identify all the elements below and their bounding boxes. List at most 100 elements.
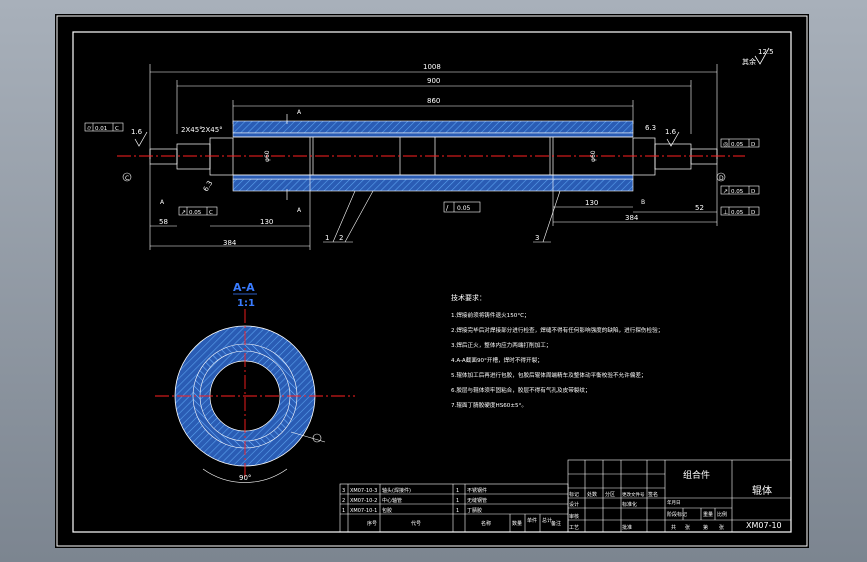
tol-middle-value: 0.05 [457, 205, 471, 212]
tol-right-bottom-value: 0.05 [731, 210, 744, 216]
tb-sheet-no: 第 [703, 524, 708, 531]
note-6: 6.胶层与辊体须牢固粘合，胶层不得有气孔及皮带裂纹； [451, 386, 591, 394]
parts-row2-qty: 1 [456, 498, 459, 504]
tb-standard: 标准化 [622, 501, 637, 508]
tol-right-top-value: 0.05 [731, 142, 744, 148]
tol-right-top-datum: D [751, 142, 755, 148]
tol-left-bottom-datum: C [209, 210, 213, 216]
roughness-right: 1.6 [665, 128, 677, 136]
section-view[interactable]: A-A 1:1 90° [155, 281, 355, 483]
svg-text:⊥: ⊥ [723, 209, 728, 216]
tol-left-top-value: 0.01 [95, 126, 107, 132]
note-5: 5.辊体加工后再进行包胶，包胶后辊体周端精车及整体动平衡校验不允许偏差； [451, 371, 647, 379]
dim-overall: 1008 [423, 63, 441, 71]
dim-384-right: 384 [625, 214, 639, 222]
chamfer-2: 2X45° [201, 126, 223, 134]
note-1: 1.焊接前须将铸件退火150°C； [451, 311, 530, 319]
svg-text:/: / [446, 204, 449, 212]
phi-right: φ60 [590, 150, 597, 162]
title-block[interactable] [567, 459, 792, 533]
dim-130-left: 130 [260, 218, 273, 226]
tb-date: 年月日 [667, 499, 681, 506]
datum-left-circle [122, 172, 132, 182]
note-7: 7.辊面丁腈胶硬度HS60±5°。 [451, 401, 527, 409]
tol-left-top-datum: C [115, 126, 119, 132]
tb-stage: 阶段标记 [667, 511, 687, 518]
parts-row1-qty: 1 [456, 488, 459, 494]
tol-right-bottom-datum: D [751, 210, 755, 216]
dim-900: 900 [427, 77, 440, 85]
tb-sign: 签名 [648, 491, 658, 498]
parts-row2-note: 无缝钢管 [467, 497, 487, 504]
section-marker-bottom: A [297, 207, 302, 214]
svg-text:↗: ↗ [181, 209, 186, 216]
parts-row2-no: 2 [342, 498, 345, 504]
parts-row1-code: XM07-10-3 [350, 488, 377, 494]
tb-design: 设计 [569, 501, 579, 508]
parts-header-unit: 单件 [527, 517, 537, 524]
tb-change: 更改文件号 [622, 491, 645, 498]
dim-58: 58 [159, 218, 168, 226]
tol-right-mid-datum: D [751, 189, 755, 195]
datum-left-label: C [125, 175, 129, 182]
section-angle: 90° [239, 474, 251, 482]
inner-border [72, 31, 792, 533]
outer-border [56, 15, 808, 547]
tube-wall-top[interactable] [232, 132, 634, 138]
tb-review: 审核 [569, 513, 579, 520]
balloon-3: 3 [535, 234, 539, 242]
parts-row3-name: 包胶 [382, 507, 392, 514]
parts-list-text: 3 XM07-10-3 轴头(焊接件) 1 不锈钢件 2 XM07-10-2 中… [342, 487, 561, 527]
tb-zone: 分区 [605, 491, 615, 498]
title-name: 辊体 [752, 484, 772, 497]
datum-right-label: D [719, 175, 724, 182]
drawing-sheet[interactable]: 其余 12.5 1008 900 [55, 14, 809, 548]
parts-row3-note: 丁腈胶 [467, 507, 482, 514]
dim-52: 52 [695, 204, 704, 212]
parts-header-name: 名称 [481, 520, 491, 527]
svg-text:⌭: ⌭ [87, 125, 92, 132]
section-marker-top: A [297, 109, 302, 116]
tb-process: 工艺 [569, 525, 579, 531]
parts-row2-name: 中心轴管 [382, 497, 402, 504]
note-2: 2.焊接完毕后对焊接部分进行检查，焊缝不得有任何影响强度的缺陷，进行探伤检验； [451, 326, 663, 334]
shaft-main-view[interactable]: 1008 900 860 [84, 63, 760, 250]
top-dimensions [149, 64, 718, 159]
tolerance-middle: / 0.05 [443, 201, 481, 213]
section-scale: 1:1 [237, 298, 255, 309]
datum-left-small: A [160, 199, 165, 206]
title-block-text: 组合件 辊体 XM07-10 标记 处数 分区 更改文件号 签名 年月日 设计 … [569, 469, 782, 531]
parts-list[interactable] [339, 483, 569, 533]
roughness-mid-left: 6.3 [645, 124, 656, 132]
roughness-corner-value: 12.5 [758, 48, 774, 56]
svg-text:◎: ◎ [723, 141, 728, 148]
note-4: 4.A-A截面90°开槽，焊时不得开裂； [451, 356, 543, 364]
parts-row3-code: XM07-10-1 [350, 508, 377, 514]
tb-weight: 重量 [703, 511, 713, 518]
parts-header-qty: 数量 [512, 520, 522, 527]
notes-title: 技术要求： [451, 293, 486, 302]
section-title: A-A [233, 281, 255, 294]
parts-row2-code: XM07-10-2 [350, 498, 377, 504]
tolerance-left-bottom: ↗ 0.05 C [178, 206, 218, 216]
chamfer-1: 2X45° [181, 126, 203, 134]
tolerance-right-bottom: ⊥ 0.05 D [720, 206, 760, 216]
roughness-left: 1.6 [131, 128, 143, 136]
rubber-sleeve-top[interactable] [232, 120, 634, 134]
parts-row3-no: 1 [342, 508, 345, 514]
balloon-1: 1 [325, 234, 329, 242]
bottom-dimensions [149, 164, 718, 250]
tube-wall-bottom[interactable] [232, 174, 634, 180]
phi-left: φ60 [264, 150, 271, 162]
roughness-corner: 其余 12.5 [742, 47, 774, 66]
roughness-right-symbol [666, 131, 680, 147]
tol-right-mid-value: 0.05 [731, 189, 744, 195]
dim-130-right: 130 [585, 199, 598, 207]
drawing-canvas[interactable]: 其余 12.5 1008 900 [55, 14, 809, 548]
rubber-sleeve-bottom[interactable] [232, 178, 634, 192]
part-leaders [323, 190, 561, 243]
balloon-2: 2 [339, 234, 343, 242]
parts-row1-name: 轴头(焊接件) [382, 487, 411, 494]
note-3: 3.焊后正火，整体内应力两端打削加工； [451, 341, 551, 349]
